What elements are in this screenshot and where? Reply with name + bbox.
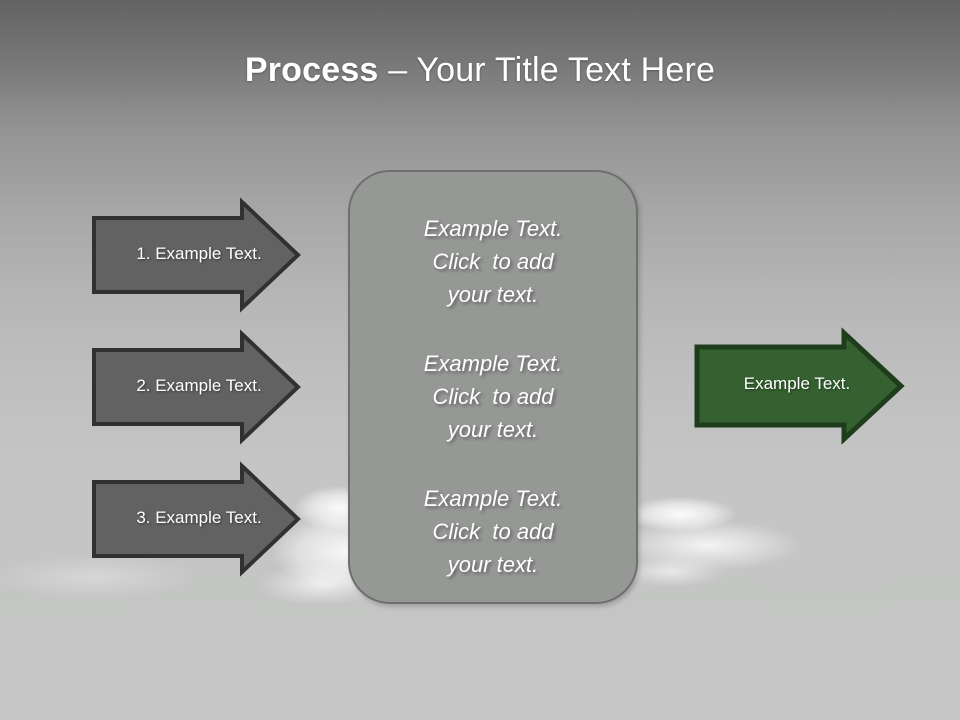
panel-text-block-2-line-3: your text. [447,417,539,442]
step-arrow-3[interactable]: 3. Example Text. [92,461,301,577]
panel-text-block-3-line-1: Example Text. [423,486,563,511]
step-arrow-1-label: 1. Example Text. [136,244,262,263]
step-arrow-2[interactable]: 2. Example Text. [92,329,301,445]
panel-text-block-3[interactable]: Example Text. Click to add your text. [376,482,610,581]
panel-text-block-1[interactable]: Example Text. Click to add your text. [376,212,610,311]
panel-text-block-3-line-2: Click to add [432,519,554,544]
center-text-panel[interactable]: Example Text. Click to add your text. Ex… [348,170,638,604]
panel-text-block-2-line-1: Example Text. [423,351,563,376]
step-arrow-2-label: 2. Example Text. [136,376,262,395]
center-text-panel-body: Example Text. Click to add your text. Ex… [376,212,610,581]
page-title-strong: Process [244,51,379,89]
step-arrow-1[interactable]: 1. Example Text. [92,197,301,313]
panel-text-block-2[interactable]: Example Text. Click to add your text. [376,347,610,446]
step-arrow-3-shape [92,461,301,577]
page-title: Process – Your Title Text Here [0,50,960,90]
result-arrow[interactable]: Example Text. [694,327,905,445]
panel-text-block-1-line-3: your text. [447,282,539,307]
result-arrow-label: Example Text. [743,374,851,393]
panel-text-block-1-line-1: Example Text. [423,216,563,241]
result-arrow-shape [694,327,905,445]
step-arrow-1-shape [92,197,301,313]
step-arrow-3-label: 3. Example Text. [136,508,262,527]
panel-text-block-1-line-2: Click to add [432,249,554,274]
panel-text-block-3-line-3: your text. [447,552,539,577]
background-sky [0,0,960,132]
page-title-rest: – Your Title Text Here [378,51,716,89]
step-arrow-2-shape [92,329,301,445]
panel-text-block-2-line-2: Click to add [432,384,554,409]
